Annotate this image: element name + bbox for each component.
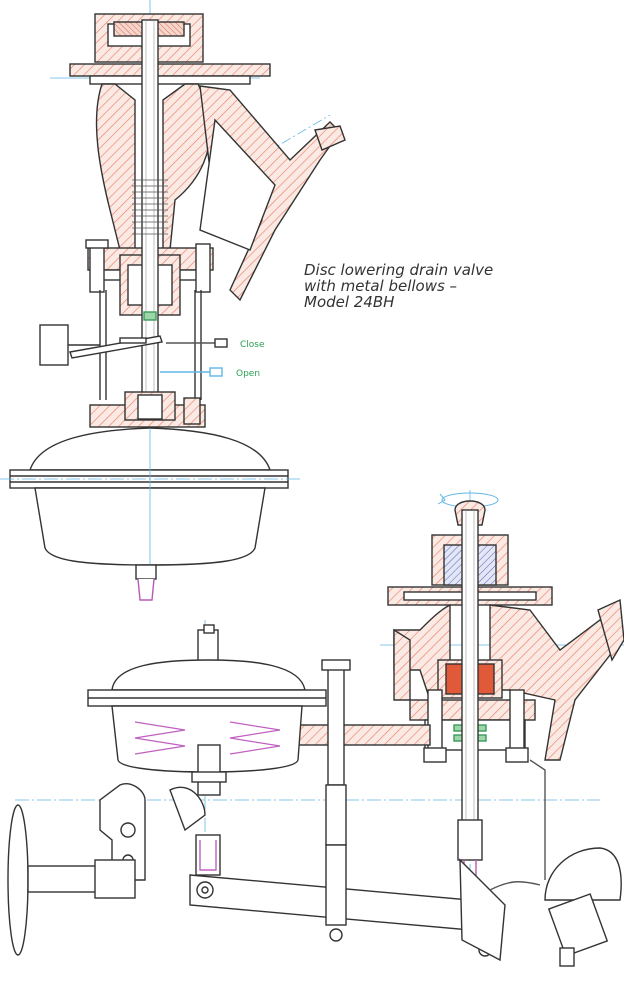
caption-line-1: Disc lowering drain valve [304, 261, 494, 279]
bottom-valve-assembly [7, 490, 624, 967]
close-label: Close [240, 340, 265, 350]
open-label: Open [236, 369, 260, 379]
valve-caption: Disc lowering drain valve with metal bel… [304, 262, 604, 310]
top-valve-assembly [0, 0, 346, 601]
caption-line-2: with metal bellows – [304, 277, 458, 295]
caption-line-3: Model 24BH [304, 293, 395, 311]
